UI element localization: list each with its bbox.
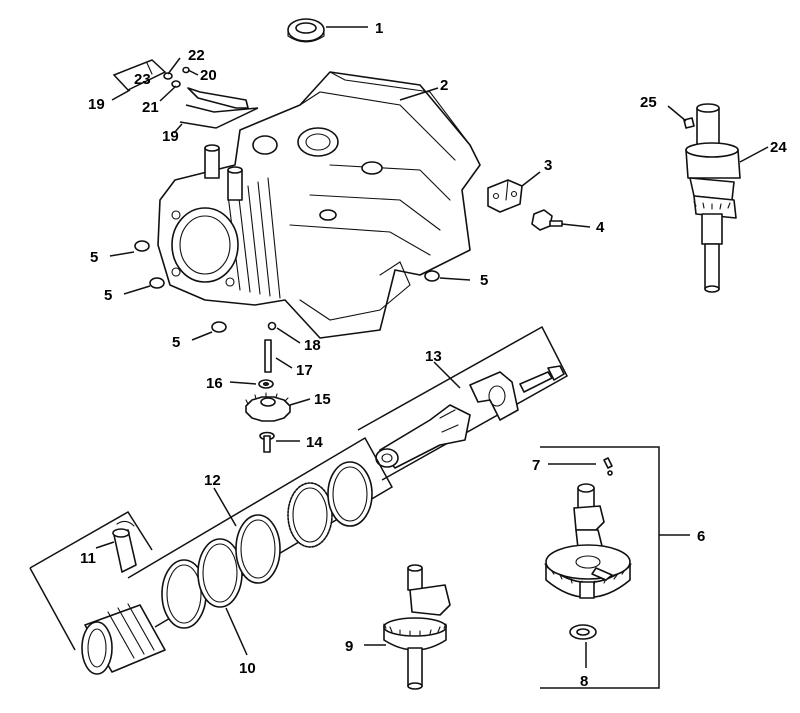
callout-10: 10 (239, 660, 256, 677)
callout-19-upper: 19 (88, 96, 105, 113)
part-piston-rings-group (127, 436, 394, 629)
callout-18: 18 (304, 337, 321, 354)
callout-9: 9 (345, 638, 353, 655)
callout-16: 16 (206, 375, 223, 392)
callout-2: 2 (440, 77, 448, 94)
part-balance-shaft (383, 564, 451, 690)
callout-12: 12 (204, 472, 221, 489)
callout-22: 22 (188, 47, 205, 64)
part-bracket (487, 179, 523, 213)
callout-20: 20 (200, 67, 217, 84)
callout-25: 25 (640, 94, 657, 111)
callout-5-left: 5 (104, 287, 112, 304)
callout-21: 21 (142, 99, 159, 116)
callout-3: 3 (544, 157, 552, 174)
callout-15: 15 (314, 391, 331, 408)
callout-13: 13 (425, 348, 442, 365)
part-crankcase (157, 71, 481, 339)
part-breather-group (112, 59, 259, 129)
part-crankshaft (683, 103, 741, 293)
part-oil-seal (287, 18, 325, 43)
callout-19-lower: 19 (162, 128, 179, 145)
callout-8: 8 (580, 673, 588, 690)
callout-24: 24 (770, 139, 787, 156)
part-piston-group (29, 510, 166, 675)
part-camshaft-group (540, 446, 660, 689)
callout-4: 4 (596, 219, 605, 236)
part-gear-screw (259, 431, 275, 453)
leader-lines (95, 26, 769, 668)
callout-23: 23 (134, 71, 151, 88)
callout-5-upper-left: 5 (90, 249, 98, 266)
part-washer (258, 379, 274, 389)
callout-5-bottom: 5 (172, 334, 180, 351)
callout-7: 7 (532, 457, 540, 474)
callout-5-right: 5 (480, 272, 488, 289)
callout-11: 11 (80, 550, 96, 567)
callout-labels: 1 2 3 4 5 5 5 5 6 7 8 9 10 11 12 13 14 1… (80, 20, 787, 690)
part-screw (531, 209, 563, 231)
callout-6: 6 (697, 528, 705, 545)
callout-1: 1 (375, 20, 383, 37)
part-governor-shaft (264, 339, 272, 373)
part-ball (267, 321, 277, 331)
callout-17: 17 (296, 362, 313, 379)
callout-14: 14 (306, 434, 323, 451)
part-governor-gear (245, 392, 291, 422)
part-dowel-pins (134, 240, 440, 333)
